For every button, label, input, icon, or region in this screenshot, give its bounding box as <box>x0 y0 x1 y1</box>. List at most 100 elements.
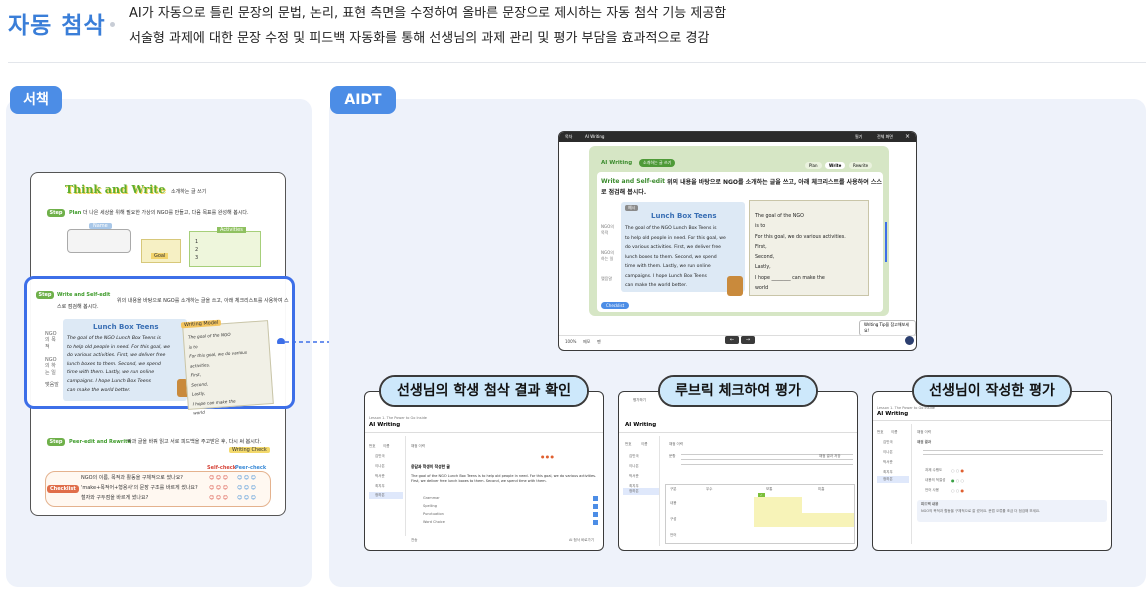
mini3-col-no: 번호 <box>877 430 884 434</box>
checklist-item-1: NGO의 이름, 목적과 활동을 구체적으로 썼나요? <box>81 475 183 481</box>
checklist-box <box>45 471 271 507</box>
form-line: The goal of the NGO <box>755 214 804 219</box>
activities-tag: Activities <box>217 227 246 234</box>
step1-title: Plan <box>69 210 82 216</box>
mini1-ai-button[interactable]: AI 첨삭 바로가기 <box>569 538 594 542</box>
mini1-student[interactable]: 김민국 <box>375 454 385 458</box>
mini1-toggles[interactable] <box>593 496 598 526</box>
mini2-item-label: 문항 <box>669 454 676 458</box>
assistant-icon[interactable] <box>905 336 914 345</box>
mini1-correction: Word Choice <box>423 520 445 524</box>
tab-rewrite[interactable]: Rewrite <box>849 162 873 169</box>
step2-text: 위의 내용을 바탕으로 NGO를 소개하는 글을 쓰고, 아래 체크리스트를 사… <box>57 298 289 311</box>
mini3-student[interactable]: 이나은 <box>883 450 893 454</box>
mini1-breadcrumb: Lesson 1. The Power to Go Inside <box>369 416 427 420</box>
mini3-feedback-title: 피드백 내용 <box>921 502 939 506</box>
mini3-student-selected[interactable]: 정하은 <box>877 476 909 483</box>
teacher-correction-screen: Lesson 1. The Power to Go Inside AI Writ… <box>364 391 604 551</box>
zoom-level[interactable]: 100% <box>565 339 577 344</box>
mini1-section: 응답과 학생이 작성한 글 <box>411 464 450 469</box>
mini3-radio-group[interactable]: ○ ○ ● <box>951 468 965 473</box>
model-card-body: The goal of the NGO Lunch Box Teens is t… <box>67 335 185 395</box>
textbook-label: 서책 <box>10 86 62 114</box>
mini3-summary <box>923 450 1103 458</box>
rubric-selected-cell[interactable] <box>802 513 854 527</box>
toc-button[interactable]: 목차 <box>565 134 573 139</box>
peer-check-faces-3: ☺ ☺ ☺ <box>237 495 256 501</box>
mini1-student[interactable]: 이나은 <box>375 464 385 468</box>
mini2-save-button[interactable]: 채점 결과 저장 <box>819 454 841 458</box>
model-line: do various activities. First, we deliver… <box>67 353 166 359</box>
next-button[interactable]: → <box>741 336 755 344</box>
model-line: can make the world better. <box>67 387 131 393</box>
model-line: campaigns. I hope Lunch Box Teens <box>67 378 151 384</box>
tab-write[interactable]: Write <box>825 162 846 169</box>
model-line: to help old people in need. For this goa… <box>67 344 171 350</box>
mini3-title: AI Writing <box>877 411 909 417</box>
act-num-2: 2 <box>195 247 199 253</box>
scrollbar[interactable] <box>885 222 887 262</box>
mini1-student-selected[interactable]: 정하은 <box>369 492 403 499</box>
card-line: can make the world better. <box>625 283 687 288</box>
mini3-col-name: 이름 <box>891 430 898 434</box>
mini2-student-selected[interactable]: 정하은 <box>623 488 659 495</box>
tab-plan[interactable]: Plan <box>805 162 822 169</box>
note-button[interactable]: 필기 <box>855 134 863 139</box>
description-line-1: AI가 자동으로 틀린 문장의 문법, 논리, 표현 측면을 수정하여 올바른 … <box>129 6 727 21</box>
mini2-student[interactable]: 김민국 <box>629 454 639 458</box>
rubric-selected-cell[interactable] <box>754 497 802 527</box>
mini3-student[interactable]: 박서준 <box>883 460 893 464</box>
act-num-3: 3 <box>195 255 199 261</box>
mini2-item-text <box>681 454 853 468</box>
ai-writing-screen: 목차 AI Writing 필기 전체 화면 × AI Writing 소개하는… <box>558 131 917 351</box>
mini3-row: 언어 사용 <box>925 488 939 492</box>
rubric-row: 내용 <box>670 501 677 505</box>
side-closing: 맺음말 <box>601 276 613 281</box>
main-card-title: Lunch Box Teens <box>651 212 717 220</box>
mini2-col-history: 채점 이력 <box>669 442 683 446</box>
close-icon[interactable]: × <box>905 133 911 140</box>
rubric-header: 구분 <box>670 487 677 491</box>
caption-teacher-evaluation: 선생님이 작성한 평가 <box>912 375 1072 407</box>
card-line: campaigns. I hope Lunch Box Teens <box>625 273 707 279</box>
caption-text: 루브릭 체크하여 평가 <box>660 377 816 405</box>
mini3-radio-group[interactable]: ○ ○ ● <box>951 488 965 493</box>
write-heading-en: Write and Self-edit <box>601 178 665 185</box>
aidt-label: AIDT <box>330 86 396 114</box>
checklist-button[interactable]: Checklist <box>601 302 630 309</box>
form-line: world <box>755 286 769 292</box>
writing-form-card: The goal of the NGO is to For this goal,… <box>182 320 274 416</box>
mini1-student[interactable]: 최지우 <box>375 484 385 488</box>
book-subtitle: 소개하는 글 쓰기 <box>171 189 207 195</box>
self-check-faces-2: ☺ ☺ ☺ <box>209 485 228 491</box>
model-card <box>63 319 187 401</box>
rubric-header: 보통 <box>766 487 773 491</box>
mini3-student[interactable]: 김민국 <box>883 440 893 444</box>
memo-button[interactable]: 메모 <box>583 339 591 344</box>
writing-tip-tooltip: Writing Tip을 참고해보세요! <box>859 320 916 336</box>
description-line-2: 서술형 과제에 대한 문장 수정 및 피드백 자동화를 통해 선생님의 과제 관… <box>129 31 710 46</box>
mini2-student[interactable]: 이나은 <box>629 464 639 468</box>
pen-button[interactable]: 펜 <box>597 339 601 344</box>
rubric-table: 구분 우수 보통 미흡 내용 구성 언어 ✓ <box>665 484 855 544</box>
side-purpose: NGO의 목적 <box>601 224 614 235</box>
mini2-student[interactable]: 박서준 <box>629 474 639 478</box>
mini3-student[interactable]: 최지우 <box>883 470 893 474</box>
step3-text: 짝과 글을 바꿔 읽고 서로 피드백을 주고받은 후, 다시 써 봅시다. <box>127 439 262 445</box>
mini3-feedback-text: NGO의 목적과 활동을 구체적으로 잘 썼어요. 문법 오류를 조금 더 점검… <box>921 509 1041 513</box>
activities-box <box>189 231 261 267</box>
side-label-closing: 맺음말 <box>45 382 59 388</box>
caption-text: 선생님이 작성한 평가 <box>914 377 1070 405</box>
side-activities: NGO의 하는 일 <box>601 250 614 261</box>
mini2-col-no: 번호 <box>625 442 632 446</box>
mini1-footer: 전송 <box>411 538 418 542</box>
mini1-student[interactable]: 박서준 <box>375 474 385 478</box>
side-label-activities: NGO의 하는 일 <box>45 357 57 376</box>
example-chip: 예시 <box>625 205 639 211</box>
prev-button[interactable]: ← <box>725 336 739 344</box>
main-card-body: The goal of the NGO Lunch Box Teens is t… <box>625 224 747 291</box>
fullscreen-button[interactable]: 전체 화면 <box>877 134 893 139</box>
main-writing-form[interactable] <box>749 200 869 296</box>
mini2-student[interactable]: 최지우 <box>629 484 639 488</box>
mini3-radio-group[interactable]: ● ○ ○ <box>951 478 965 483</box>
